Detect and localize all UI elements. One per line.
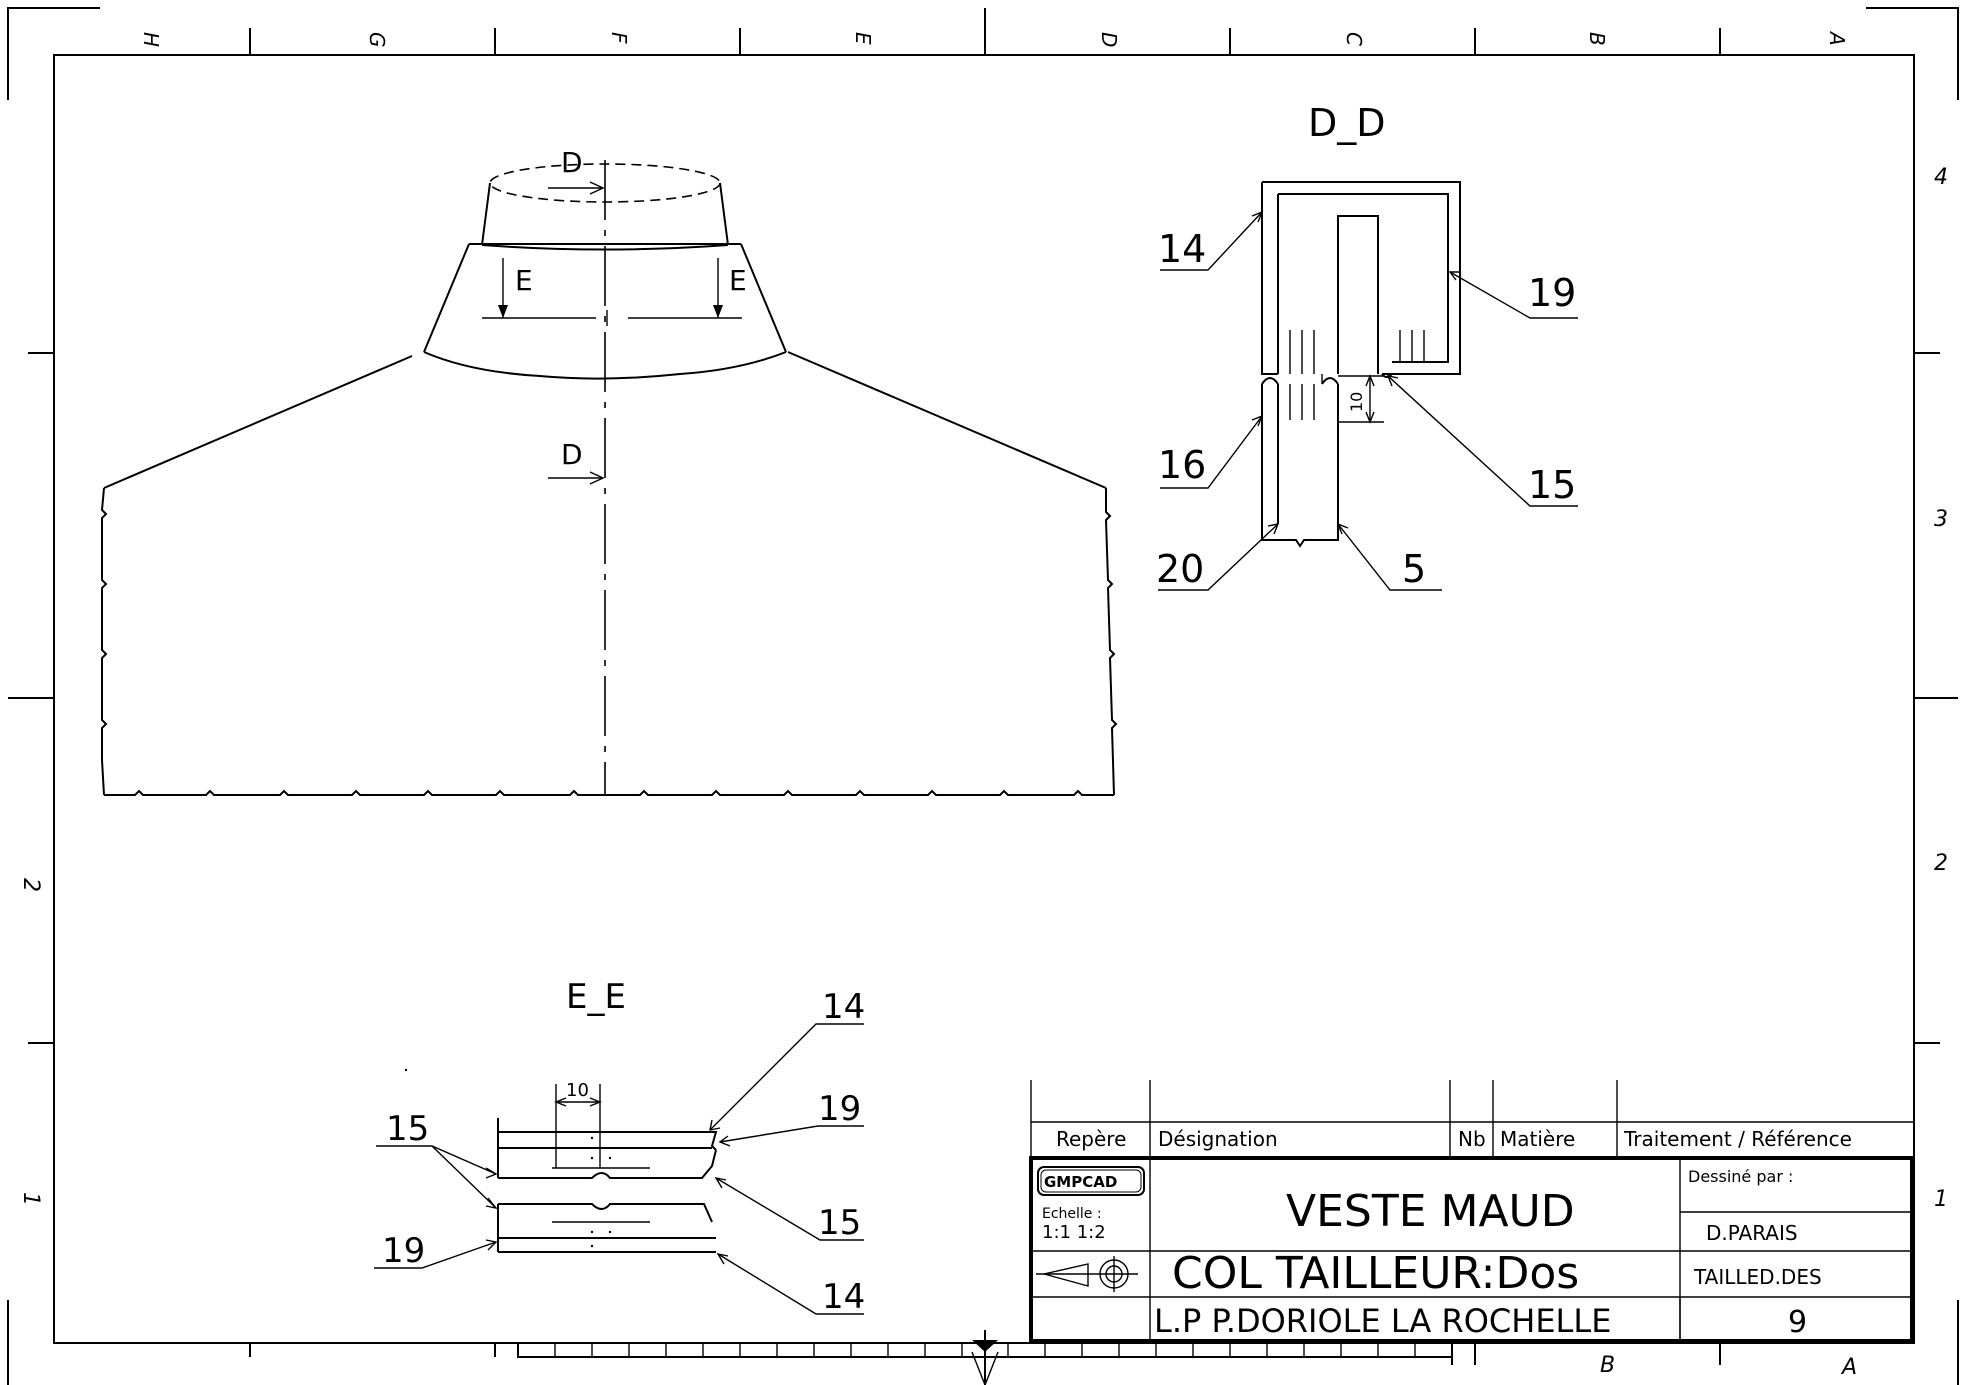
dessine-par-label: Dessiné par : [1688,1167,1793,1186]
section-ee-label-15-right: 15 [818,1203,861,1243]
file-name: TAILLED.DES [1693,1265,1822,1289]
section-ee-title: E_E [566,977,626,1017]
right-row-1: 1 [1934,1187,1948,1212]
section-ee-drawing [374,1023,864,1315]
right-row-2: 2 [1934,851,1948,876]
echelle-value: 1:1 1:2 [1042,1222,1106,1243]
top-col-G: G [365,32,389,48]
cut-mark-e-left: E [515,264,533,297]
left-row-1: 1 [18,1192,43,1206]
gmpcad-logo-text: GMPCAD [1044,1173,1117,1191]
section-ee-dimension: 10 [566,1080,589,1101]
top-col-A: A [1825,30,1849,46]
gmpcad-logo [1037,1166,1145,1196]
top-col-E: E [851,32,875,45]
echelle-label: Echelle : [1042,1206,1102,1222]
sheet-number: 9 [1788,1305,1807,1340]
header-traitement: Traitement / Référence [1623,1127,1852,1151]
left-row-2: 2 [18,878,43,892]
section-mark-d-top: D [561,146,583,179]
header-designation: Désignation [1158,1127,1278,1151]
section-dd-label-16: 16 [1158,443,1206,487]
section-dd-label-19: 19 [1528,271,1576,315]
section-ee-label-19-top: 19 [818,1089,861,1129]
section-dd-dimension: 10 [1347,392,1366,412]
section-ee-label-15-left: 15 [386,1109,429,1149]
bottom-col-B: B [1600,1353,1615,1378]
projection-symbol-icon [1036,1256,1138,1292]
top-col-B: B [1585,32,1609,46]
section-ee-label-14-bottom: 14 [822,1277,865,1317]
section-dd-drawing [1158,181,1578,591]
header-nb: Nb [1458,1127,1486,1151]
section-dd-label-5: 5 [1402,547,1426,591]
cut-mark-e-right: E [729,264,747,297]
drawing-subtitle: COL TAILLEUR:Dos [1172,1248,1579,1299]
title-block [1029,1080,1914,1343]
scale-bar [517,1343,1452,1358]
section-dd-label-15: 15 [1528,463,1576,507]
right-row-4: 4 [1934,165,1948,190]
section-mark-d-lower: D [561,438,583,471]
top-col-F: F [607,32,631,44]
main-view-collar [100,160,1118,796]
section-dd-label-20: 20 [1156,547,1204,591]
author-name: D.PARAIS [1706,1221,1798,1245]
top-col-H: H [139,32,163,47]
header-matiere: Matière [1500,1127,1575,1151]
section-ee-label-19-left: 19 [382,1231,425,1271]
right-row-3: 3 [1934,507,1948,532]
section-ee-label-14-top: 14 [822,987,865,1027]
drawing-frame: H G F E D C B A 4 3 2 1 2 1 B A [7,7,1959,1385]
drawing-title: VESTE MAUD [1286,1186,1575,1237]
top-col-D: D [1097,32,1121,47]
centering-mark-bottom [971,1330,999,1385]
section-dd-title: D_D [1308,101,1386,145]
section-dd-label-14: 14 [1158,227,1206,271]
bottom-col-A: A [1840,1355,1857,1380]
header-repere: Repère [1056,1127,1126,1151]
top-col-C: C [1342,32,1366,46]
school-name: L.P P.DORIOLE LA ROCHELLE [1154,1302,1611,1340]
